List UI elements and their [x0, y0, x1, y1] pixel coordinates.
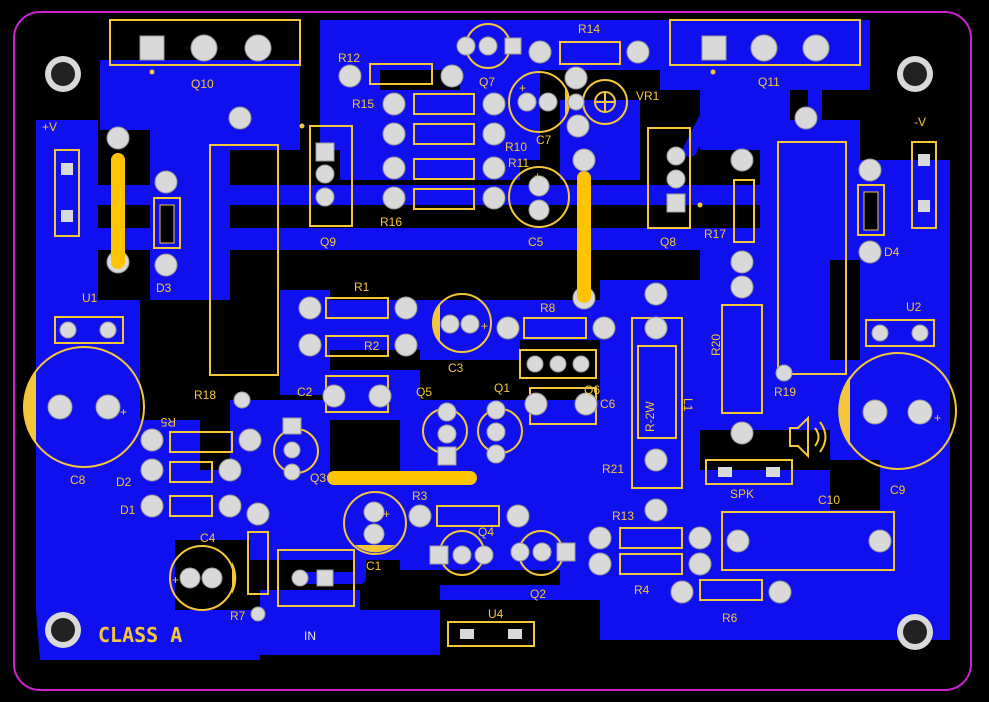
- plus-c5: +: [534, 169, 541, 183]
- speaker-icon: [789, 415, 827, 459]
- label-q5: Q5: [416, 385, 432, 399]
- label-r7: R7: [230, 609, 246, 623]
- label-c8: C8: [70, 473, 86, 487]
- label-r1: R1: [354, 280, 370, 294]
- label-d4: D4: [884, 245, 900, 259]
- label-r8: R8: [540, 301, 556, 315]
- label-c10: C10: [818, 493, 840, 507]
- label-r15: R15: [352, 97, 374, 111]
- label-q8: Q8: [660, 235, 676, 249]
- plus-c7: +: [519, 81, 526, 95]
- label-r3: R3: [412, 489, 428, 503]
- label-r21: R21: [602, 462, 624, 476]
- silkscreen-layer: [23, 19, 957, 647]
- label-c5: C5: [528, 235, 544, 249]
- label-q3: Q3: [310, 471, 326, 485]
- label-r13: R13: [612, 509, 634, 523]
- label-c6: C6: [600, 397, 616, 411]
- label-r16: R16: [380, 215, 402, 229]
- label-r4: R4: [634, 583, 650, 597]
- label-c2: C2: [297, 385, 313, 399]
- label-r2: R2: [364, 339, 380, 353]
- label-q10: Q10: [191, 77, 214, 91]
- label-d1: D1: [120, 503, 136, 517]
- label-q6: Q6: [584, 383, 600, 397]
- label-r12: R12: [338, 51, 360, 65]
- label-u2: U2: [906, 300, 922, 314]
- label-c4: C4: [200, 531, 216, 545]
- label-q4: Q4: [478, 525, 494, 539]
- label-c3: C3: [448, 361, 464, 375]
- label-r6: R6: [722, 611, 738, 625]
- label-d2: D2: [116, 475, 132, 489]
- pads-layer: [45, 34, 933, 650]
- labels-layer: Q10 Q11 R14 R12 Q7 VR1 R15 C7 R10 R11 +V…: [42, 22, 926, 647]
- label-c1: C1: [366, 559, 382, 573]
- label-neg-v: -V: [914, 115, 926, 129]
- label-in: IN: [304, 629, 316, 643]
- label-q1: Q1: [494, 381, 510, 395]
- label-u4: U4: [488, 607, 504, 621]
- plus-c3: +: [481, 319, 488, 333]
- plus-c8: +: [120, 405, 127, 419]
- plus-c9: +: [934, 411, 941, 425]
- label-q9: Q9: [320, 235, 336, 249]
- label-u1: U1: [82, 291, 98, 305]
- plus-c1: +: [383, 507, 390, 521]
- label-r19: R19: [774, 385, 796, 399]
- label-r20: R20: [709, 334, 723, 356]
- label-r5: R5: [160, 415, 176, 429]
- label-r17: R17: [704, 227, 726, 241]
- label-pos-v: +V: [42, 120, 57, 134]
- label-r10: R10: [505, 140, 527, 154]
- label-c7: C7: [536, 133, 552, 147]
- label-r18: R18: [194, 388, 216, 402]
- label-r14: R14: [578, 22, 600, 36]
- label-c9: C9: [890, 483, 906, 497]
- label-r2w: R-2W: [643, 401, 657, 432]
- label-vr1: VR1: [636, 89, 660, 103]
- plus-c4: +: [172, 573, 179, 587]
- label-spk: SPK: [730, 487, 754, 501]
- label-q2: Q2: [530, 587, 546, 601]
- label-l1: L1: [681, 398, 695, 412]
- label-d3: D3: [156, 281, 172, 295]
- label-q7: Q7: [479, 75, 495, 89]
- label-r11: R11: [508, 156, 529, 170]
- board-title: CLASS A: [98, 623, 182, 647]
- label-q11: Q11: [758, 75, 780, 89]
